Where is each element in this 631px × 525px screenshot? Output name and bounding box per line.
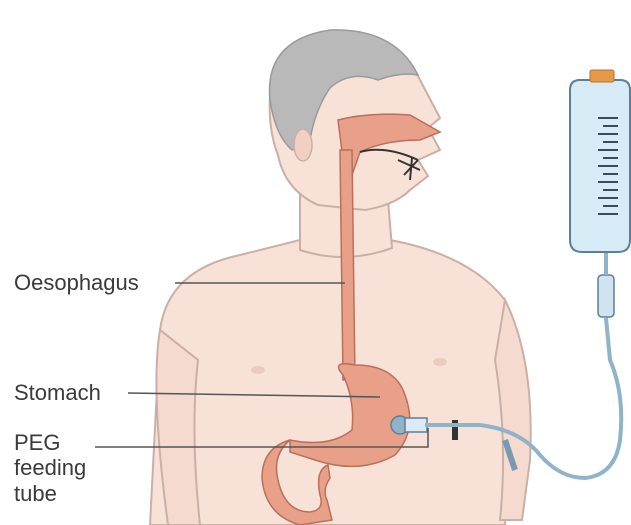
stomach-label: Stomach [14, 380, 101, 405]
peg-bolster [405, 418, 427, 432]
peg-label-line-3: tube [14, 481, 86, 506]
peg-feeding-tube-label: PEG feeding tube [14, 430, 86, 506]
left-nipple [251, 366, 265, 374]
oesophagus-label: Oesophagus [14, 270, 139, 295]
bag-cap [590, 70, 614, 82]
ear [294, 129, 312, 161]
right-nipple [433, 358, 447, 366]
peg-label-line-1: PEG [14, 430, 86, 455]
peg-label-line-2: feeding [14, 455, 86, 480]
oesophagus [340, 150, 355, 380]
drip-chamber [598, 275, 614, 317]
